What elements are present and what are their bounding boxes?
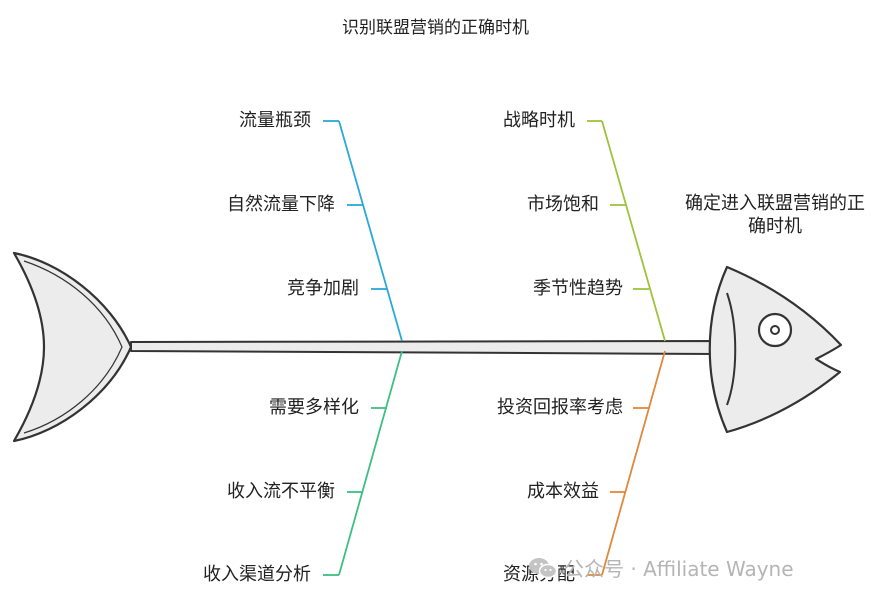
watermark-text: 公众号 · Affiliate Wayne: [564, 557, 794, 581]
fish-spine: [130, 340, 721, 355]
effect-label: 确定进入联盟营销的正确时机: [685, 193, 865, 237]
bone-lower-right: [587, 350, 666, 576]
cause-label: 季节性趋势: [533, 278, 623, 299]
cause-label: 成本效益: [527, 481, 599, 502]
cause-label: 战略时机: [503, 110, 575, 131]
bone-upper-left: [323, 120, 403, 342]
cause-label: 投资回报率考虑: [497, 397, 623, 418]
fish-head: [708, 265, 843, 434]
watermark: 公众号 · Affiliate Wayne: [528, 553, 794, 582]
wechat-icon: [528, 556, 558, 580]
bone-lower-left: [323, 350, 403, 576]
cause-label: 市场饱和: [527, 194, 599, 215]
cause-label: 流量瓶颈: [239, 110, 311, 131]
cause-label: 自然流量下降: [227, 194, 335, 215]
diagram-title: 识别联盟营销的正确时机: [342, 18, 529, 38]
cause-label: 收入流不平衡: [227, 481, 335, 502]
cause-label: 需要多样化: [269, 397, 359, 418]
cause-label: 收入渠道分析: [203, 564, 311, 585]
fish-tail: [12, 251, 133, 443]
fish-pupil: [770, 325, 780, 335]
fish-tail-inner: [23, 260, 123, 434]
cause-label: 竞争加剧: [287, 278, 359, 299]
fish-gill: [726, 292, 737, 406]
bone-upper-right: [587, 120, 666, 342]
